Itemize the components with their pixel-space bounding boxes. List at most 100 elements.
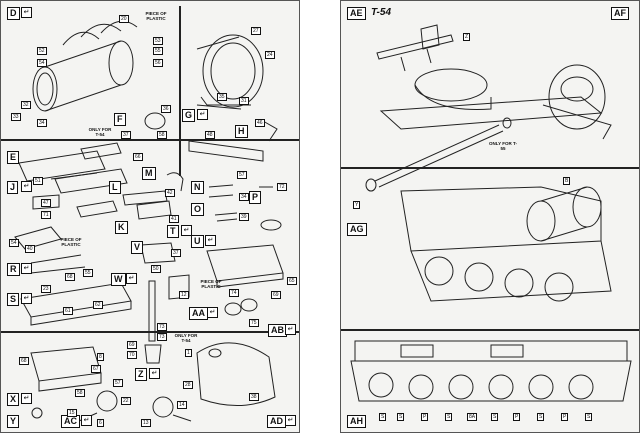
part-number: 58: [157, 131, 167, 139]
part-number: 33: [11, 113, 21, 121]
step-l-label: L: [109, 181, 121, 194]
part-number: 48: [205, 131, 215, 139]
note-only-for-t55: ONLY FOR T-55: [489, 141, 518, 151]
part-number: 73: [157, 323, 167, 331]
step-f-label: F: [114, 113, 126, 126]
part-number: 36: [161, 105, 171, 113]
part-number: 57: [237, 171, 247, 179]
part-number: 69: [271, 291, 281, 299]
step-e-label: E: [7, 151, 20, 164]
part-number: 28: [183, 381, 193, 389]
part-number: 22: [121, 397, 131, 405]
callout-letter: S: [379, 413, 387, 421]
step-w-arrow-icon: ↵: [126, 273, 137, 284]
part-number: 31: [239, 97, 249, 105]
step-j-arrow-icon: ↵: [21, 181, 32, 192]
part-number: 20: [119, 15, 129, 23]
step-ad-label: AD: [267, 415, 286, 428]
part-number: 15: [67, 409, 77, 417]
callout-letter: S: [445, 413, 453, 421]
note-piece-of-plastic: PIECE OF PLASTIC: [200, 279, 222, 289]
note-only-for-t54: ONLY FOR T-54: [174, 333, 198, 343]
callout-letter: P: [421, 413, 429, 421]
part-number: 51: [33, 177, 43, 185]
part-number: 72: [277, 183, 287, 191]
callout-letter: S: [585, 413, 593, 421]
step-w-label: W: [111, 273, 126, 286]
callout-letter: S: [491, 413, 499, 421]
part-number: 12: [179, 291, 189, 299]
step-ae-label: AE: [347, 7, 366, 20]
part-number: 23: [41, 285, 51, 293]
step-u-arrow-icon: ↵: [205, 235, 216, 246]
part-number: 32: [21, 101, 31, 109]
callout-letter: P: [561, 413, 569, 421]
step-t-label: T: [167, 225, 179, 238]
callout-letter: P: [513, 413, 521, 421]
step-d-arrow-icon: ↵: [21, 7, 32, 18]
step-g-label: G: [182, 109, 196, 122]
step-ad-arrow-icon: ↵: [285, 415, 296, 426]
step-r-arrow-icon: ↵: [21, 263, 32, 274]
part-number: 68: [19, 357, 29, 365]
part-number: 46: [255, 119, 265, 127]
part-number: 53: [153, 37, 163, 45]
step-s-label: S: [7, 293, 20, 306]
part-number: 50: [151, 265, 161, 273]
part-number: 62: [93, 301, 103, 309]
part-number: 73: [157, 333, 167, 341]
step-p-label: P: [249, 191, 262, 204]
part-number: 6: [97, 419, 104, 427]
step-ah-label: AH: [347, 415, 366, 428]
step-g-arrow-icon: ↵: [197, 109, 208, 120]
part-number: 38: [249, 393, 259, 401]
note-only-for-t54: ONLY FOR T-54: [88, 127, 112, 137]
part-number: 39: [239, 213, 249, 221]
part-number: 56: [153, 59, 163, 67]
step-j-label: J: [7, 181, 19, 194]
step-ab-arrow-icon: ↵: [285, 324, 296, 335]
step-ag-label: AG: [347, 223, 367, 236]
step-af-label: AF: [611, 7, 629, 20]
step-h-label: H: [235, 125, 248, 138]
step-aa-label: AA: [189, 307, 208, 320]
instruction-page-left: D E F G H J K L M N O P R S T U V W X Y …: [0, 0, 300, 433]
callout-letter: B: [563, 177, 571, 185]
page-gutter: [300, 0, 340, 433]
part-number: 55: [153, 47, 163, 55]
part-number: 67: [91, 365, 101, 373]
part-number: 57: [113, 379, 123, 387]
right-page-drawings: [350, 24, 632, 402]
step-ac-arrow-icon: ↵: [81, 415, 92, 426]
part-number: 42: [165, 189, 175, 197]
part-number: 65: [287, 277, 297, 285]
part-number: 69: [127, 341, 137, 349]
part-number: 24: [265, 51, 275, 59]
step-m-label: M: [142, 167, 156, 180]
step-z-label: Z: [135, 368, 147, 381]
step-ac-label: AC: [61, 415, 80, 428]
note-piece-of-plastic: PIECE OF PLASTIC: [145, 11, 167, 21]
step-t-arrow-icon: ↵: [181, 225, 192, 236]
instruction-page-right: AE T-54 AF AG AH ONLY FOR T-55 Z B Y S S…: [340, 0, 640, 433]
part-number: 54: [37, 59, 47, 67]
model-title: T-54: [371, 7, 392, 18]
part-number: 13: [141, 419, 151, 427]
callout-letter: 8A: [467, 413, 478, 421]
step-u-label: U: [191, 235, 204, 248]
part-number: 27: [251, 27, 261, 35]
step-aa-arrow-icon: ↵: [207, 307, 218, 318]
part-number: 55: [83, 269, 93, 277]
note-piece-of-plastic: PIECE OF PLASTIC: [60, 237, 82, 247]
part-number: 14: [177, 401, 187, 409]
callout-letter: Y: [353, 201, 361, 209]
part-number: 34: [239, 193, 249, 201]
part-number: 74: [229, 289, 239, 297]
step-n-label: N: [191, 181, 204, 194]
left-page-drawings: [14, 20, 284, 422]
part-number: 58: [75, 389, 85, 397]
step-z-arrow-icon: ↵: [149, 368, 160, 379]
part-number: 35: [217, 93, 227, 101]
part-number: 37: [121, 131, 131, 139]
part-number: 37: [171, 249, 181, 257]
